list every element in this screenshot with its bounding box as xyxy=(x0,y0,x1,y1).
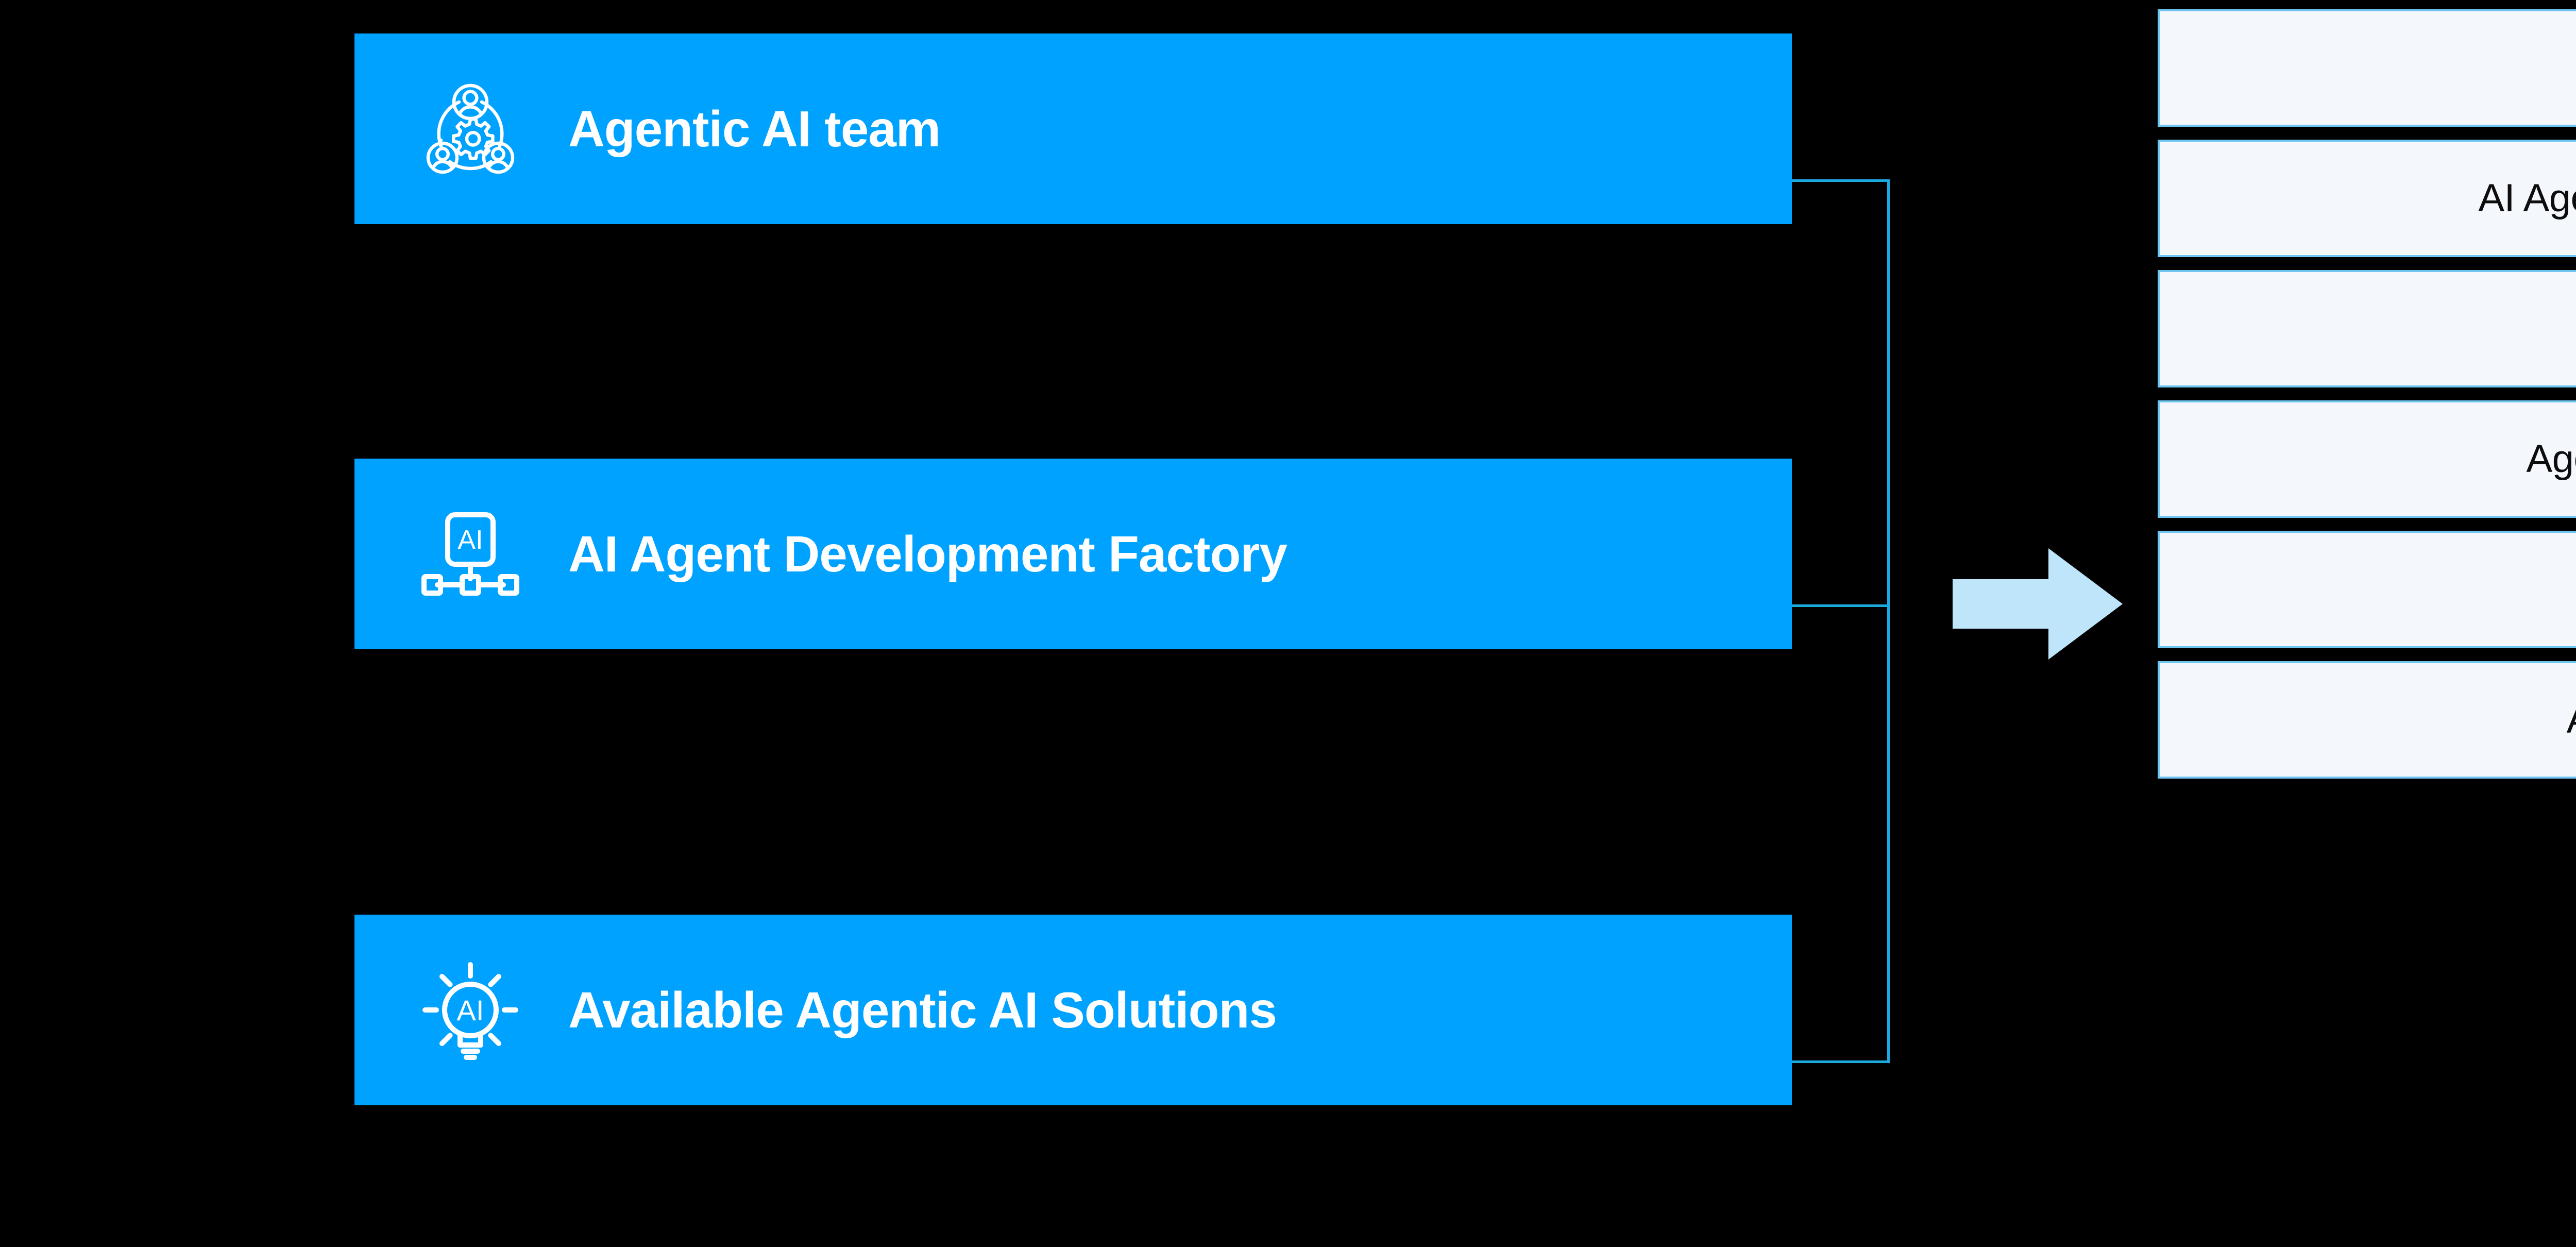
list-item[interactable]: AI Agent and Agentic AI roadmap developm… xyxy=(2158,140,2576,257)
connector-spine xyxy=(1887,179,1890,1063)
capability-card-agentic-ai-team[interactable]: Agentic AI team xyxy=(354,33,1792,224)
capability-card-label: Agentic AI team xyxy=(568,100,941,157)
list-item-label: Agentic AI solutions for various industr… xyxy=(2526,437,2576,481)
list-item-label: AI Agent integration and deployment xyxy=(2567,700,2576,739)
right-arrow-icon xyxy=(1953,542,2123,666)
deliverables-list: Agentic AI development AI Agent and Agen… xyxy=(2158,9,2576,1241)
capability-card-ai-agent-development-factory[interactable]: AI AI Agent Development Factory xyxy=(354,459,1792,649)
list-item[interactable]: Prototype and PoC development xyxy=(2158,531,2576,648)
list-item[interactable]: AI Agent integration and deployment xyxy=(2158,661,2576,779)
svg-text:AI: AI xyxy=(457,994,484,1026)
capability-card-label: Available Agentic AI Solutions xyxy=(568,982,1277,1038)
connector-bracket xyxy=(1792,0,1946,1247)
ai-node-network-icon: AI xyxy=(419,502,522,605)
team-gear-network-icon xyxy=(419,77,522,180)
connector-branch-1 xyxy=(1792,179,1890,182)
connector-branch-2 xyxy=(1792,604,1890,607)
list-item[interactable]: Setup AI Agent development team xyxy=(2158,270,2576,387)
connector-branch-3 xyxy=(1792,1060,1890,1063)
svg-text:AI: AI xyxy=(457,525,483,555)
list-item-label: AI Agent and Agentic AI roadmap developm… xyxy=(2478,176,2576,220)
capability-card-label: AI Agent Development Factory xyxy=(568,526,1287,582)
capability-card-available-agentic-ai-solutions[interactable]: AI Available Agentic AI Solutions xyxy=(354,915,1792,1105)
list-item[interactable]: Agentic AI solutions for various industr… xyxy=(2158,400,2576,518)
ai-lightbulb-icon: AI xyxy=(419,958,522,1061)
list-item[interactable]: Agentic AI development xyxy=(2158,9,2576,127)
capability-card-group: Agentic AI team AI AI Agent Development … xyxy=(354,0,1792,1247)
